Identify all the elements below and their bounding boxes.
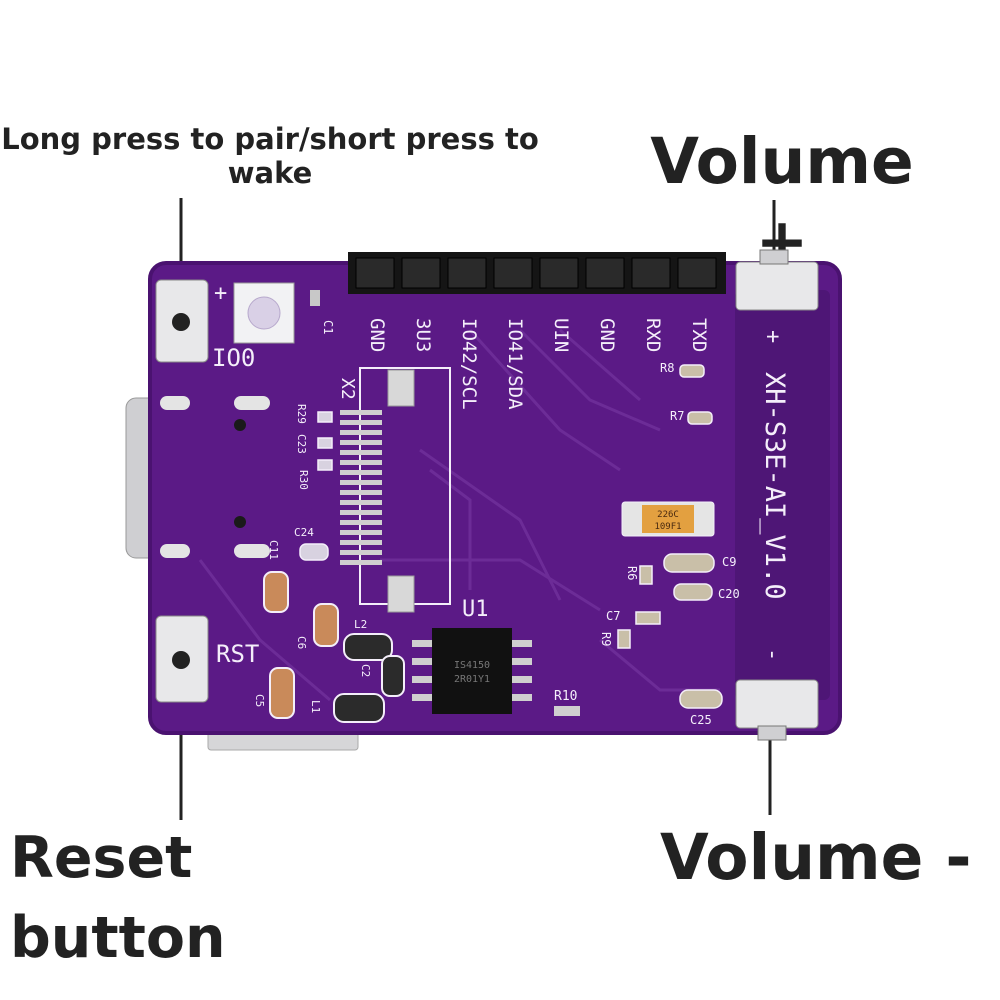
r9-label: R9 (599, 632, 613, 646)
boot-button-label: IO0 (212, 344, 255, 372)
l1-label: L1 (309, 700, 322, 713)
reset-button-actuator (172, 651, 190, 669)
boot-plus-mark: + (214, 281, 227, 306)
volume-plus-mark: + (760, 330, 785, 343)
x2-fpc-contacts (340, 410, 382, 565)
l2-label: L2 (354, 618, 367, 631)
volume-down-button[interactable] (735, 679, 819, 729)
c2-label: C2 (359, 664, 372, 677)
c6-label: C6 (295, 636, 308, 649)
c25-label: C25 (690, 713, 712, 727)
pcb-traces (198, 328, 720, 702)
x2-label: X2 (337, 378, 358, 400)
r7-label: R7 (670, 409, 684, 423)
volume-up-button[interactable] (735, 261, 819, 311)
usb-pads (160, 396, 270, 558)
c1-label: C1 (321, 320, 335, 334)
c24-label: C24 (294, 526, 314, 539)
pin-label-rxd: RXD (642, 318, 664, 352)
c7-label: C7 (606, 609, 620, 623)
c23-label: C23 (295, 434, 308, 454)
reset-button-label: RST (216, 640, 259, 668)
c20-label: C20 (718, 587, 740, 601)
pair-wake-callout: Long press to pair/short press to wake (1, 122, 539, 190)
u1-chip (432, 628, 512, 714)
board-model-label: XH-S3E-AI_V1.0 (759, 372, 790, 600)
c5-label: C5 (253, 694, 266, 707)
passive-components (299, 411, 333, 561)
tantalum-marking-2: 109F1 (654, 522, 681, 532)
boot-button-actuator (172, 313, 190, 331)
u1-marking-2: 2R01Y1 (454, 674, 490, 685)
inductors (263, 571, 339, 719)
pin-label-txd: TXD (688, 318, 710, 352)
volume-minus-mark: - (760, 648, 785, 661)
pin-label-io42-scl: IO42/SCL (458, 318, 480, 410)
r30-label: R30 (297, 470, 310, 490)
u1-label: U1 (462, 597, 489, 622)
r8-label: R8 (660, 361, 674, 375)
right-passives (617, 364, 723, 709)
pin-label-io41-sda: IO41/SDA (504, 318, 526, 410)
c11-label: C11 (267, 540, 280, 560)
model-panel (735, 290, 830, 700)
pin-label-gnd-1: GND (366, 318, 388, 352)
volume-down-callout: Volume - (660, 821, 972, 894)
tantalum-marking-1: 226C (657, 510, 679, 520)
reset-callout: Reset button (10, 825, 226, 971)
pin-label-3v3: 3U3 (412, 318, 434, 352)
power-inductors (333, 633, 405, 723)
c9-label: C9 (722, 555, 736, 569)
r10-label: R10 (554, 689, 577, 704)
r6-label: R6 (625, 566, 639, 580)
pin-label-gnd-2: GND (596, 318, 618, 352)
r29-label: R29 (295, 404, 308, 424)
pin-header-sockets (355, 257, 717, 289)
u1-marking-1: IS4150 (454, 660, 490, 671)
pin-label-vin: UIN (550, 318, 572, 352)
